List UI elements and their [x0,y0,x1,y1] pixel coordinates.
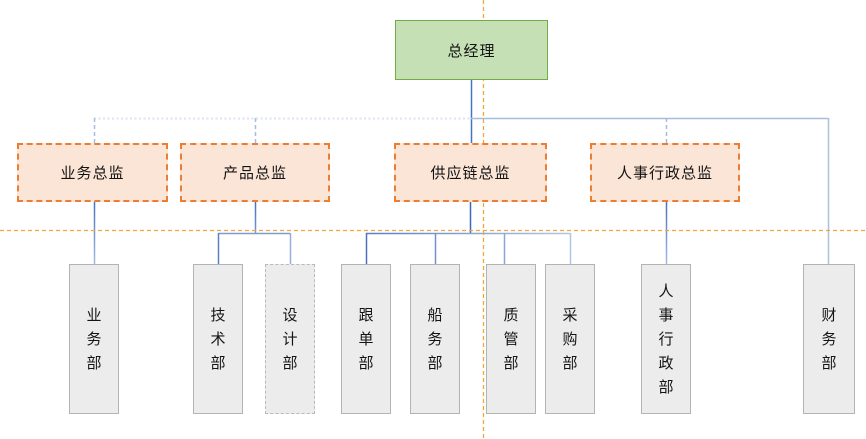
node-quality-dept[interactable]: 质管部 [486,264,536,414]
node-label: 业务总监 [60,165,125,182]
node-purchasing-dept[interactable]: 采购部 [545,264,595,414]
node-label: 船务部 [427,306,443,372]
node-supply-chain-director[interactable]: 供应链总监 [394,143,547,202]
node-general-manager[interactable]: 总经理 [395,20,548,80]
node-label: 业务部 [86,306,102,372]
node-hr-admin-director[interactable]: 人事行政总监 [590,143,740,202]
node-label: 产品总监 [222,165,287,182]
node-design-dept[interactable]: 设计部 [265,264,315,414]
node-tech-dept[interactable]: 技术部 [193,264,243,414]
node-label: 技术部 [210,306,226,372]
node-merchandising-dept[interactable]: 跟单部 [341,264,391,414]
node-hr-admin-dept[interactable]: 人事行政部 [641,264,691,414]
node-label: 人事行政总监 [616,165,713,182]
node-product-director[interactable]: 产品总监 [180,143,330,202]
node-business-director[interactable]: 业务总监 [17,143,168,202]
node-label: 跟单部 [358,306,374,372]
node-label: 人事行政部 [658,282,674,396]
node-shipping-dept[interactable]: 船务部 [410,264,460,414]
node-label: 供应链总监 [430,165,511,182]
node-finance-dept[interactable]: 财务部 [803,264,855,414]
node-label: 采购部 [562,306,578,372]
node-business-dept[interactable]: 业务部 [69,264,119,414]
node-label: 总经理 [447,42,496,60]
node-label: 设计部 [282,306,298,372]
node-label: 财务部 [821,306,837,372]
node-label: 质管部 [503,306,519,372]
